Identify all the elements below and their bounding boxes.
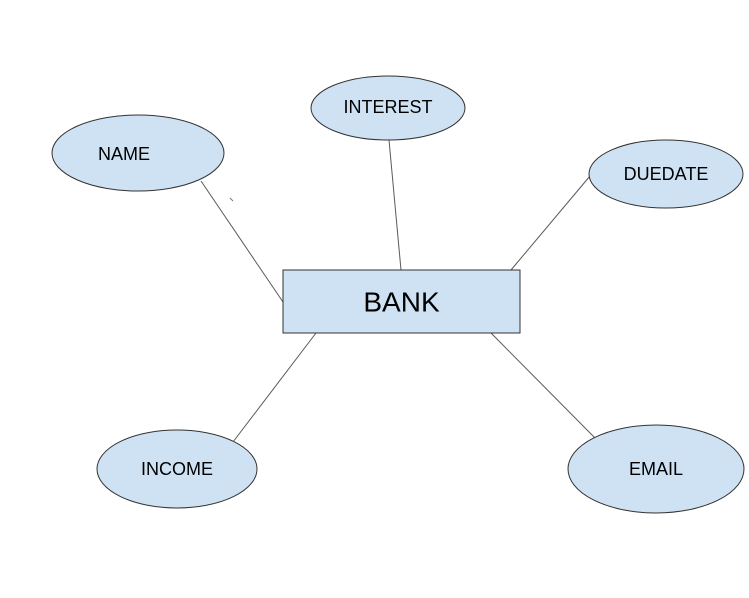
connector-income [232, 332, 317, 443]
entity-label: BANK [363, 287, 440, 318]
attribute-interest: INTEREST [310, 75, 466, 141]
attribute-ellipse [588, 139, 744, 209]
attribute-email: EMAIL [567, 424, 745, 514]
connector-duedate [510, 175, 591, 271]
attribute-income: INCOME [96, 429, 258, 509]
attribute-label-income: INCOME [141, 459, 213, 479]
attribute-name: NAME [51, 114, 225, 192]
attribute-duedate: DUEDATE [588, 139, 744, 209]
attribute-label-name: NAME [98, 144, 150, 164]
connector-name [200, 180, 284, 303]
attribute-ellipse [96, 429, 258, 509]
stray-mark [229, 197, 234, 202]
connector-email [490, 332, 596, 439]
connectors [200, 139, 596, 443]
entity-box [282, 269, 521, 334]
connector-interest [388, 139, 402, 271]
attribute-ellipse [567, 424, 745, 514]
entity-bank: BANK [282, 269, 521, 334]
attribute-label-interest: INTEREST [343, 97, 432, 117]
attribute-label-duedate: DUEDATE [624, 164, 709, 184]
attribute-ellipse [310, 75, 466, 141]
attribute-ellipse [51, 114, 225, 192]
attribute-label-email: EMAIL [629, 459, 683, 479]
